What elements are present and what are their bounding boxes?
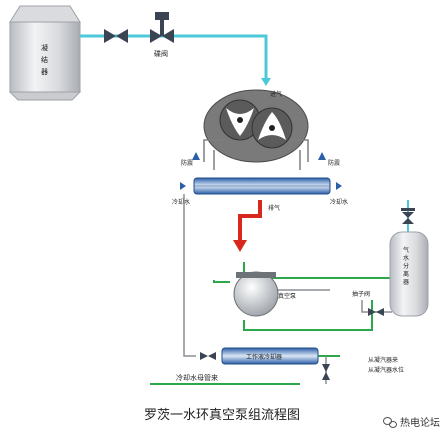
hx-inlet-valve-icon — [200, 352, 216, 360]
condenser-label-1: 凝 — [41, 43, 48, 52]
condenser-label-3: 器 — [41, 68, 48, 76]
right-arrow-icon — [318, 152, 326, 160]
condenser-label-2: 结 — [41, 55, 48, 64]
left-side-label: 防震 — [181, 159, 193, 167]
cooling-out-arrow-icon — [336, 182, 342, 190]
ejector-label: 抽子阀 — [352, 290, 370, 298]
to-condenser-label: 从凝汽器水位 — [368, 366, 404, 374]
gas-water-separator — [389, 231, 429, 317]
cooling-water-header-label: 冷却水母管来 — [176, 373, 218, 382]
condenser: 凝 结 器 — [8, 5, 82, 101]
heat-exchanger-label: 工作液冷却器 — [246, 353, 282, 361]
butterfly-valve-label: 碟阀 — [154, 49, 168, 58]
cooling-water-right-label: 冷却水 — [330, 198, 348, 206]
inlet-label: 进气 — [270, 90, 282, 98]
chat-bubble-icon — [383, 416, 397, 428]
roots-pump — [203, 89, 309, 163]
top-valve-icon — [401, 208, 415, 224]
watermark: 热电论坛 — [383, 414, 440, 429]
pump-cooler — [193, 177, 331, 195]
left-arrow-icon — [192, 152, 200, 160]
bypass-pipes — [203, 139, 309, 170]
separator-label-3: 分 — [403, 262, 409, 270]
separator-label-5: 器 — [403, 279, 409, 286]
green-pipes — [150, 262, 404, 385]
ejector-valve-icon — [368, 308, 384, 316]
butterfly-valve-icon — [150, 12, 174, 43]
separator-label-1: 气 — [403, 246, 409, 254]
separator-label-2: 水 — [403, 254, 409, 262]
gate-valve-icon — [104, 29, 128, 43]
from-condenser-label: 从凝汽器来 — [368, 356, 398, 364]
right-side-label: 防震 — [328, 159, 340, 167]
working-fluid-cooler — [221, 347, 319, 365]
vacuum-pump-label: 真空泵 — [278, 292, 296, 300]
exhaust-arrow — [238, 200, 262, 242]
diagram-caption: 罗茨一水环真空泵组流程图 — [143, 408, 300, 423]
cooling-in-arrow-icon — [180, 182, 186, 190]
cooling-water-left-label: 冷却水 — [172, 198, 190, 206]
water-ring-pump — [233, 271, 279, 317]
exhaust-label: 排气 — [268, 204, 280, 212]
suction-pipe — [80, 34, 268, 80]
exhaust-arrow-icon — [233, 240, 247, 252]
separator-label-4: 离 — [403, 270, 409, 278]
watermark-text: 热电论坛 — [400, 418, 440, 429]
suction-arrow-icon — [261, 78, 271, 86]
cooling-water-valve-icon — [322, 364, 330, 380]
